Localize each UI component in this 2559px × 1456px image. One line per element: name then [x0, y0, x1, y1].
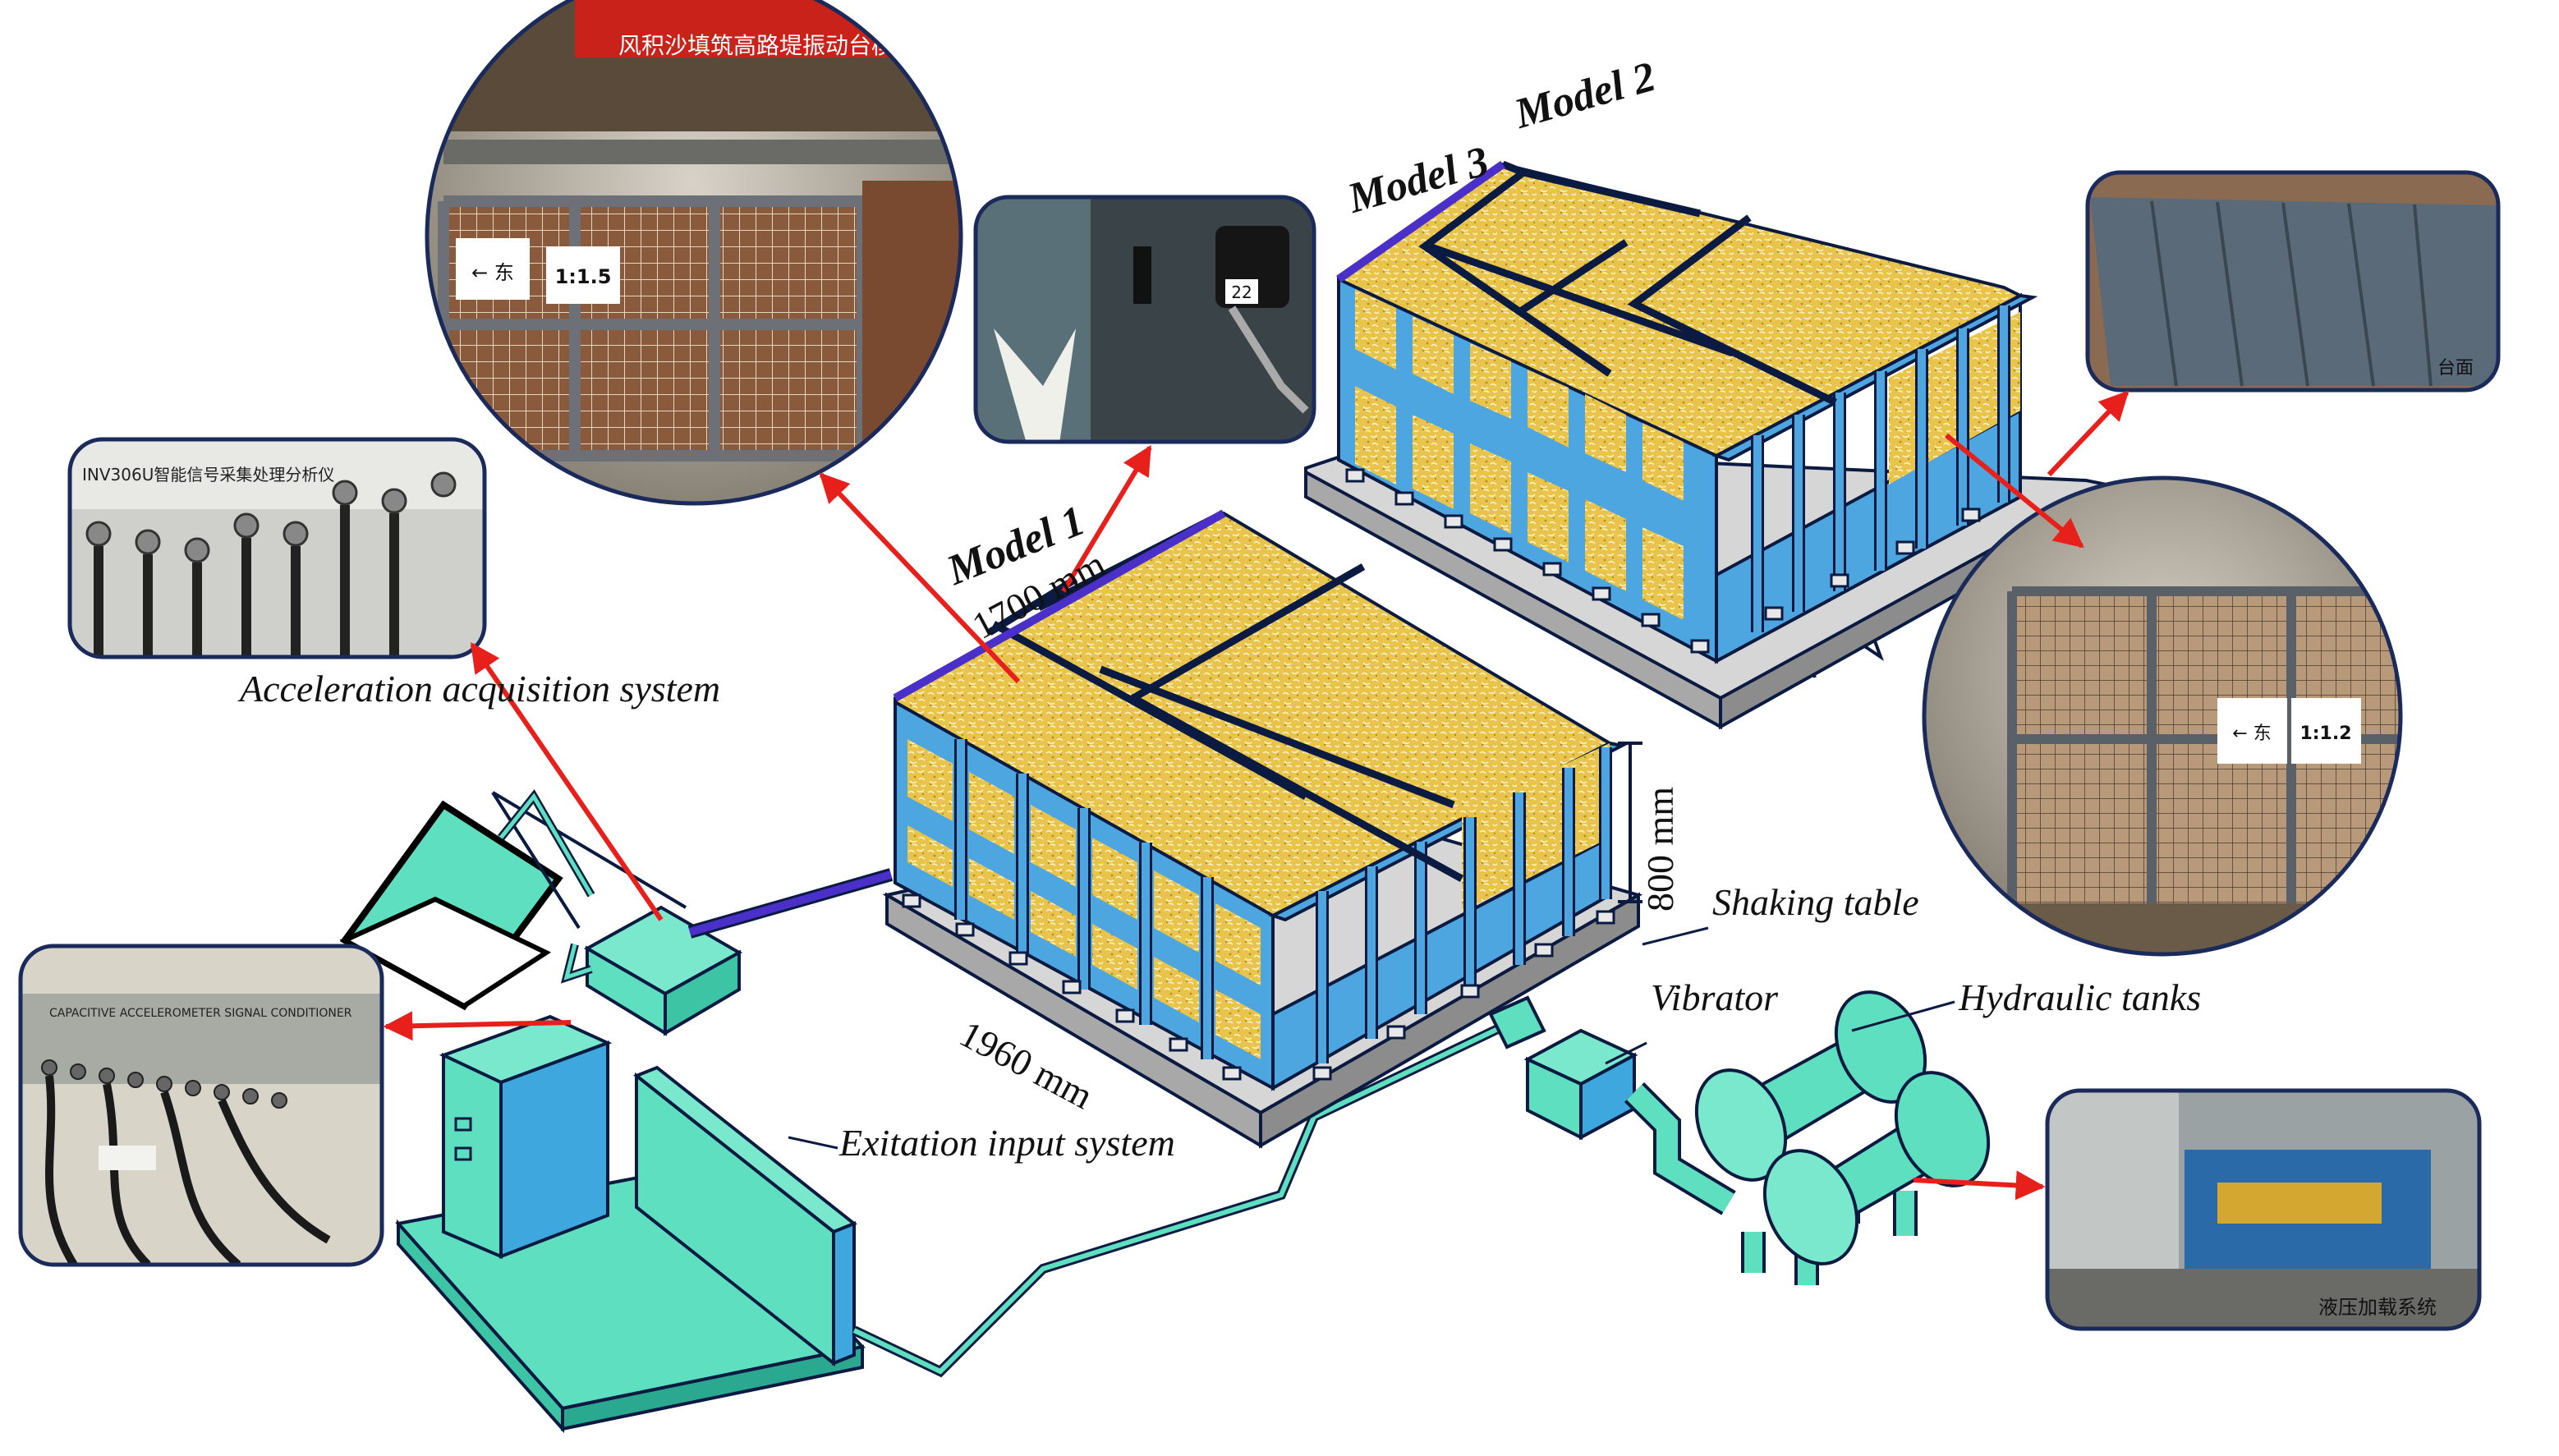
leader-lines	[788, 926, 1955, 1150]
photo-hydraulic-system: 液压加载系统	[2045, 1088, 2482, 1331]
acceleration-system-label: Acceleration acquisition system	[240, 668, 721, 710]
photo-table-plate: 台面	[2085, 170, 2501, 393]
photo-sign-east-2: ← 东	[2232, 723, 2271, 744]
acquisition-unit	[583, 905, 743, 1036]
photo-daq-title: INV306U智能信号采集处理分析仪	[82, 465, 334, 485]
photo-conditioner-title: CAPACITIVE ACCELEROMETER SIGNAL CONDITIO…	[49, 1007, 352, 1020]
photo-daq: INV306U智能信号采集处理分析仪	[67, 437, 487, 659]
shaking-table-label: Shaking table	[1712, 881, 1919, 923]
vibrator-label: Vibrator	[1651, 976, 1779, 1018]
photo-sensor: 22	[973, 195, 1316, 444]
photo-signal-conditioner: CAPACITIVE ACCELEROMETER SIGNAL CONDITIO…	[18, 944, 384, 1267]
photo-table-caption: 台面	[2437, 358, 2474, 379]
vibrator	[1488, 995, 1736, 1215]
photo-model-frame-2: ← 东 1:1.2	[1922, 475, 2403, 957]
photo-sensor-tag: 22	[1231, 282, 1252, 302]
photo-sign-ratio-a: 1:1.5	[555, 265, 612, 288]
red-arrows	[383, 390, 2129, 1201]
photo-banner-text: 风积沙填筑高路堤振动台模型	[618, 32, 917, 59]
excitation-input-system	[395, 1014, 866, 1434]
dimension-height-label: 800 mm	[1639, 786, 1681, 912]
photo-sign-east: ← 东	[471, 261, 514, 284]
model-2-3-box	[1304, 160, 2111, 730]
laptop	[339, 800, 563, 1011]
excitation-system-label: Exitation input system	[839, 1122, 1175, 1164]
model-1-box	[882, 509, 1643, 1149]
hydraulic-tanks-label: Hydraulic tanks	[1959, 976, 2202, 1018]
photo-sign-ratio-b: 1:1.2	[2299, 723, 2351, 744]
photo-model-frame-1: 风积沙填筑高路堤振动台模型 ← 东 1:1.5	[425, 0, 963, 506]
hydraulic-tanks	[1694, 990, 1991, 1285]
photo-hydraulic-caption: 液压加载系统	[2318, 1296, 2437, 1319]
